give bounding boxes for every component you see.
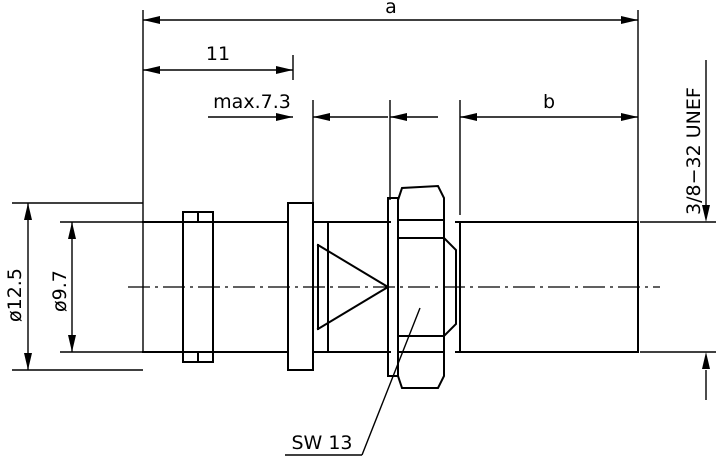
dimension-b-label: b — [543, 91, 555, 113]
dimension-max-7-3: max.7.3 — [208, 91, 461, 225]
dimension-11: 11 — [143, 43, 294, 80]
outer-diameter-label: ø12.5 — [4, 268, 26, 322]
dimension-outer-diameter: ø12.5 — [4, 202, 143, 371]
wrench-size-callout: SW 13 — [285, 307, 421, 456]
dimension-max-7-3-label: max.7.3 — [213, 91, 291, 113]
dimension-11-label: 11 — [206, 43, 230, 65]
dimension-b: b — [460, 91, 638, 121]
dimension-a-label: a — [385, 0, 397, 18]
thread-size-label: 3/8−32 UNEF — [683, 87, 705, 215]
dimension-inner-diameter: ø9.7 — [49, 221, 143, 353]
inner-diameter-label: ø9.7 — [49, 270, 71, 312]
wrench-size-label: SW 13 — [291, 432, 352, 454]
dimension-thread-size: 3/8−32 UNEF — [640, 60, 716, 400]
connector-body — [128, 184, 660, 389]
